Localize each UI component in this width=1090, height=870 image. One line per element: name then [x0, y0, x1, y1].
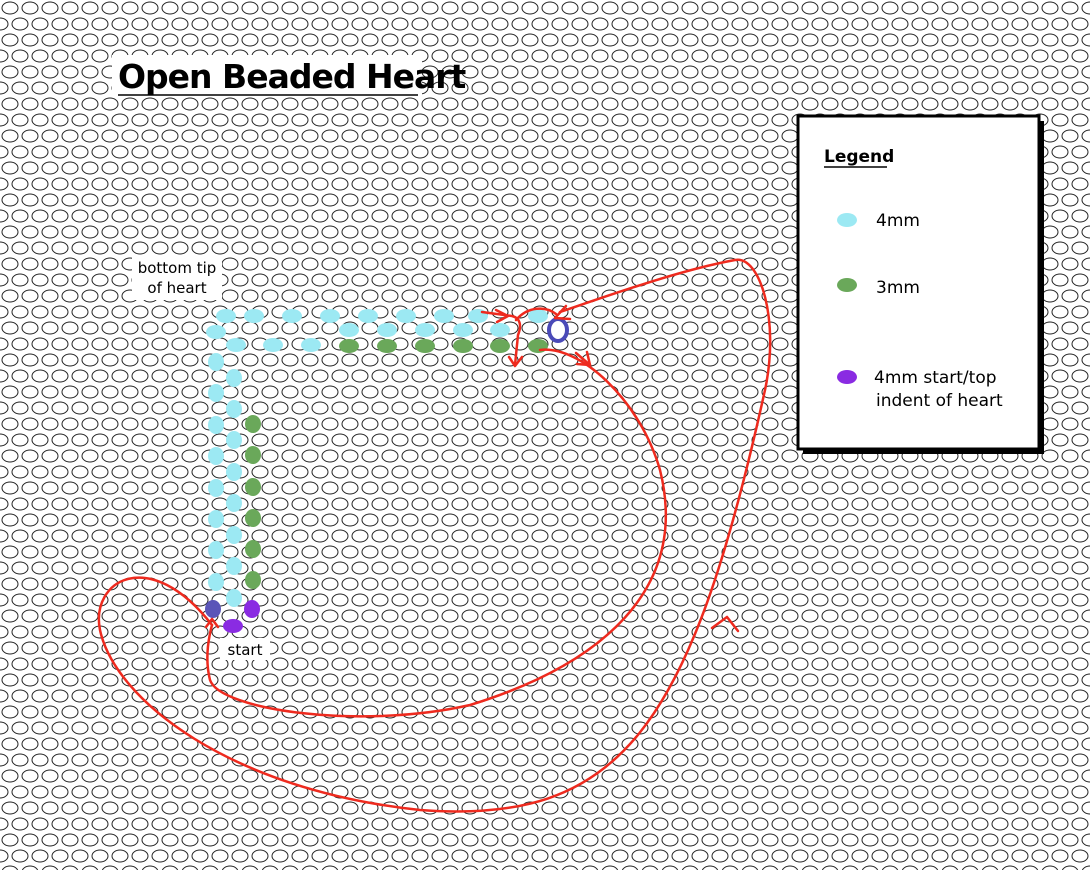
bead-4mm: [226, 557, 242, 575]
bead-4mm: [226, 369, 242, 387]
thread-inner-loop: [206, 348, 667, 718]
bead-3mm: [490, 339, 510, 353]
bead-4mm: [216, 309, 236, 323]
bead-4mm: [453, 323, 473, 337]
bead-4mm: [208, 510, 224, 528]
bead-4mm: [208, 447, 224, 465]
thread-exit-path: [574, 351, 592, 367]
legend-label-start-line2: indent of heart: [876, 391, 1003, 411]
bead-4mm: [226, 431, 242, 449]
bead-4mm: [208, 384, 224, 402]
bead-4mm: [208, 573, 224, 591]
thread-arrowhead-down: [507, 355, 524, 368]
legend: Legend 4mm 3mm 4mm start/top indent of h…: [796, 114, 1044, 454]
bead-4mm: [263, 338, 283, 352]
bead-4mm: [282, 309, 302, 323]
beads-4mm-column: [208, 353, 242, 607]
bead-3mm: [245, 540, 261, 558]
bead-4mm: [434, 309, 454, 323]
bead-4mm: [377, 323, 397, 337]
bead-4mm: [528, 309, 548, 323]
bead-4mm: [320, 309, 340, 323]
bead-start: [223, 619, 243, 633]
bead-3mm: [377, 339, 397, 353]
legend-label-3mm: 3mm: [876, 278, 920, 298]
bead-3mm: [245, 478, 261, 496]
thread-arrowhead-return: [710, 615, 740, 633]
bead-4mm: [208, 541, 224, 559]
beads-4mm-corner: [206, 323, 510, 352]
bead-4mm: [396, 309, 416, 323]
bead-4mm: [244, 309, 264, 323]
bead-3mm: [245, 571, 261, 589]
bead-start: [244, 600, 260, 618]
bead-4mm: [226, 494, 242, 512]
thread-turn-path: [480, 310, 522, 367]
bead-3mm: [245, 509, 261, 527]
bead-4mm: [208, 353, 224, 371]
bead-4mm: [226, 338, 246, 352]
bead-4mm: [226, 463, 242, 481]
legend-swatch-start: [837, 370, 857, 384]
legend-swatch-4mm: [837, 213, 857, 227]
beads-3mm-column: [245, 415, 261, 589]
bead-highlight-ring: [547, 317, 569, 343]
beads-3mm-row: [339, 339, 548, 353]
bead-4mm: [415, 323, 435, 337]
beads-start: [205, 600, 260, 633]
bead-4mm: [490, 323, 510, 337]
title-group: Open Beaded Heart: [112, 55, 467, 97]
title-backdrop: [112, 55, 422, 97]
beads-4mm-top-row: [216, 309, 548, 323]
bead-4mm: [468, 309, 488, 323]
bead-4mm: [301, 338, 321, 352]
page-title: Open Beaded Heart: [118, 57, 466, 96]
bead-3mm: [245, 415, 261, 433]
thread-arrowhead-start: [204, 617, 220, 629]
thread-paths: [97, 258, 772, 813]
thread-bridge: [514, 307, 558, 322]
thread-arrowhead-into-bead: [553, 304, 572, 321]
legend-heading: Legend: [824, 147, 894, 167]
bead-start-highlight: [205, 600, 221, 618]
bead-4mm: [208, 416, 224, 434]
start-label-backdrop: [220, 638, 270, 660]
bead-4mm: [226, 589, 242, 607]
bead-3mm: [245, 446, 261, 464]
thread-arrowhead-exit: [575, 350, 592, 367]
start-label-group: start: [220, 638, 270, 660]
bottom-tip-label-backdrop: [132, 256, 222, 300]
bead-4mm: [358, 309, 378, 323]
legend-label-start-line1: 4mm start/top: [874, 368, 997, 388]
bead-3mm: [415, 339, 435, 353]
bead-4mm: [226, 400, 242, 418]
thread-outer-loop: [97, 258, 772, 813]
legend-label-4mm: 4mm: [876, 211, 920, 231]
bead-4mm: [208, 479, 224, 497]
start-label: start: [228, 641, 263, 659]
bottom-tip-label-group: bottom tip of heart: [132, 256, 222, 300]
bead-4mm: [339, 323, 359, 337]
bottom-tip-label-line2: of heart: [147, 279, 206, 297]
bead-4mm: [206, 325, 226, 339]
bottom-tip-label-line1: bottom tip: [138, 259, 217, 277]
bead-3mm: [453, 339, 473, 353]
bead-3mm: [339, 339, 359, 353]
legend-swatch-3mm: [837, 278, 857, 292]
bead-4mm: [226, 526, 242, 544]
thread-arrowhead-right: [494, 308, 510, 324]
